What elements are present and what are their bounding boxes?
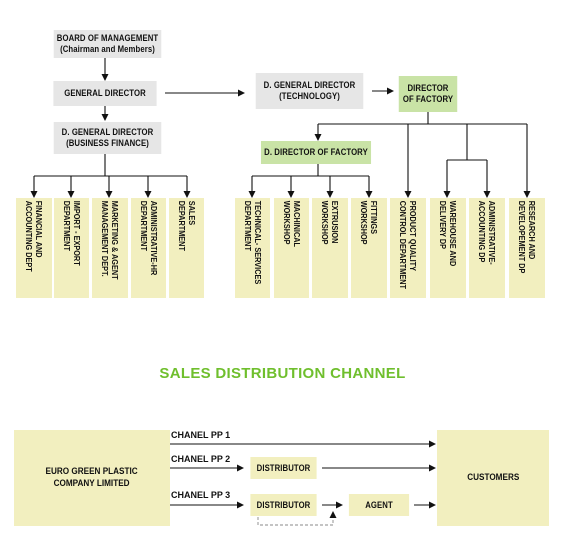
board-of-management-label: BOARD OF MANAGEMENT (Chairman and Member… — [56, 33, 159, 54]
department-label: IMPORT - EXPORT DEPARTMENT — [61, 200, 82, 266]
company-label: EURO GREEN PLASTIC COMPANY LIMITED — [45, 466, 139, 489]
distributor-box-2: DISTRIBUTOR — [250, 494, 317, 516]
department-extrusion-workshop: EXTRUSION WORKSHOP — [312, 198, 348, 298]
channel-1-label: CHANEL PP 1 — [171, 430, 231, 440]
customers-label: CUSTOMERS — [466, 472, 520, 483]
department-administrative-accounting: ADMINISTRATIVE- ACCOUNTING DP — [469, 198, 505, 298]
department-label: EXTRUSION WORKSHOP — [320, 200, 340, 245]
distributor-label: DISTRIBUTOR — [256, 499, 311, 510]
dg-business-finance-label: D. GENERAL DIRECTOR (BUSINESS FINANCE) — [61, 127, 154, 148]
director-of-factory-box: DIRECTOR OF FACTORY — [398, 76, 458, 112]
department-label: SALES DEPARTMENT — [176, 200, 197, 251]
board-of-management-box: BOARD OF MANAGEMENT (Chairman and Member… — [53, 30, 162, 58]
department-research-development: RESEARCH AND DEVELOPEMENT DP — [509, 198, 545, 298]
department-label: ADMINISTRATIVE- ACCOUNTING DP — [477, 200, 497, 265]
department-label: TECHNICAL- SERVICES DEPARTMENT — [242, 200, 263, 285]
department-machinical-workshop: MACHINICAL WORKSHOP — [274, 198, 309, 298]
department-label: RESEARCH AND DEVELOPEMENT DP — [517, 200, 537, 274]
department-label: MACHINICAL WORKSHOP — [281, 200, 302, 247]
department-label: MARKETING & AGENT MANAGEMENT DEPT. — [100, 200, 120, 280]
deputy-director-factory-box: D. DIRECTOR OF FACTORY — [260, 141, 372, 164]
department-product-quality-control: PRODUCT QUALITY CONTROL DEPARTMENT — [390, 198, 426, 298]
department-label: FINANCIAL AND ACCOUNTING DEPT — [24, 200, 44, 272]
department-label: PRODUCT QUALITY CONTROL DEPARTMENT — [398, 200, 418, 289]
dg-technology-label: D. GENERAL DIRECTOR (TECHNOLOGY) — [263, 80, 356, 101]
department-warehouse-delivery: WAREHOUSE AND DELIVERY DP — [430, 198, 466, 298]
dg-technology-box: D. GENERAL DIRECTOR (TECHNOLOGY) — [255, 73, 364, 109]
department-marketing-agent: MARKETING & AGENT MANAGEMENT DEPT. — [92, 198, 128, 298]
department-sales: SALES DEPARTMENT — [169, 198, 204, 298]
distributor-box-1: DISTRIBUTOR — [250, 457, 317, 479]
general-director-box: GENERAL DIRECTOR — [53, 81, 157, 106]
department-label: FITTINGS WORKSHOP — [359, 200, 379, 245]
sales-distribution-title: SALES DISTRIBUTION CHANNEL — [159, 365, 406, 382]
company-box: EURO GREEN PLASTIC COMPANY LIMITED — [14, 430, 170, 526]
dg-business-finance-box: D. GENERAL DIRECTOR (BUSINESS FINANCE) — [53, 122, 162, 154]
channel-3-label: CHANEL PP 3 — [171, 490, 231, 500]
department-financial-accounting: FINANCIAL AND ACCOUNTING DEPT — [16, 198, 52, 298]
general-director-label: GENERAL DIRECTOR — [64, 88, 146, 98]
director-of-factory-label: DIRECTOR OF FACTORY — [402, 83, 454, 104]
department-import-export: IMPORT - EXPORT DEPARTMENT — [54, 198, 89, 298]
department-administrative-hr: ADMINISTRATIVE-HR DEPARTMENT — [131, 198, 166, 298]
department-label: ADMINISTRATIVE-HR DEPARTMENT — [138, 200, 159, 276]
agent-box: AGENT — [348, 494, 410, 516]
department-technical-services: TECHNICAL- SERVICES DEPARTMENT — [235, 198, 270, 298]
customers-box: CUSTOMERS — [437, 430, 549, 526]
distributor-label: DISTRIBUTOR — [256, 462, 311, 473]
department-fittings-workshop: FITTINGS WORKSHOP — [351, 198, 387, 298]
deputy-director-factory-label: D. DIRECTOR OF FACTORY — [264, 147, 368, 157]
department-label: WAREHOUSE AND DELIVERY DP — [438, 200, 458, 267]
channel-2-label: CHANEL PP 2 — [171, 454, 231, 464]
agent-label: AGENT — [365, 499, 393, 510]
